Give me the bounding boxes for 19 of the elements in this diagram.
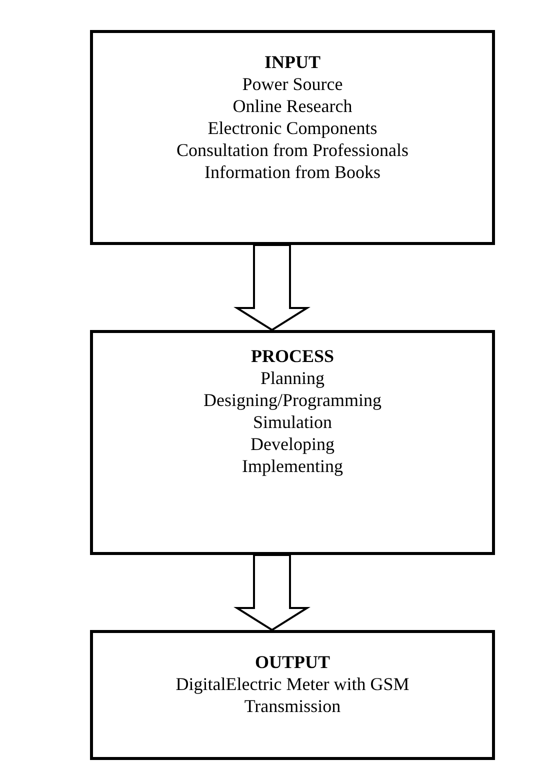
process-box bbox=[90, 630, 495, 760]
box-item: Simulation bbox=[252, 411, 332, 433]
block-arrow bbox=[234, 244, 310, 332]
box-item: Developing bbox=[250, 433, 334, 455]
box-item: Designing/Programming bbox=[204, 389, 382, 411]
process-box bbox=[90, 30, 495, 245]
box-item: Consultation from Professionals bbox=[176, 139, 408, 161]
box-heading: INPUT bbox=[264, 51, 320, 73]
box-item: Implementing bbox=[242, 455, 343, 477]
box-item: Online Research bbox=[232, 95, 352, 117]
box-item: Power Source bbox=[242, 73, 343, 95]
box-item: DigitalElectric Meter with GSM Transmission bbox=[174, 673, 410, 717]
box-item: Information from Books bbox=[204, 161, 380, 183]
box-item: Electronic Components bbox=[208, 117, 378, 139]
box-heading: OUTPUT bbox=[254, 651, 330, 673]
process-box bbox=[90, 330, 495, 555]
block-arrow bbox=[234, 554, 310, 632]
box-heading: PROCESS bbox=[250, 345, 334, 367]
box-item: Planning bbox=[260, 367, 324, 389]
